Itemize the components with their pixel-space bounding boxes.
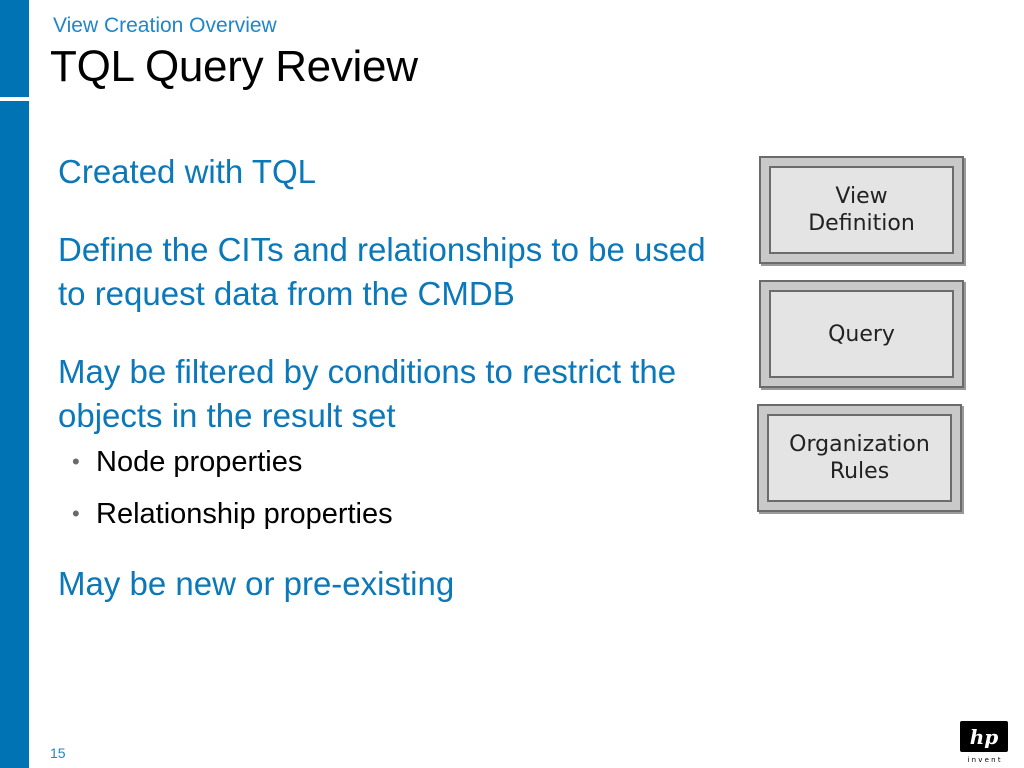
bullet-item: • Node properties xyxy=(58,444,718,480)
bullet-icon: • xyxy=(72,501,80,526)
box-label: View xyxy=(835,184,888,209)
slide-body: Created with TQL Define the CITs and rel… xyxy=(58,150,718,606)
organization-rules-box: Organization Rules xyxy=(757,404,962,512)
bullet-text: Relationship properties xyxy=(96,498,393,530)
left-accent-bar xyxy=(0,0,29,768)
slide-subtitle: View Creation Overview xyxy=(53,14,277,37)
body-paragraph: May be new or pre-existing xyxy=(58,565,455,602)
bullet-list: • Node properties • Relationship propert… xyxy=(58,444,718,532)
hp-logo-icon: hp i n v e n t xyxy=(960,721,1008,764)
body-paragraph: Define the CITs and relationships to be … xyxy=(58,231,706,312)
view-definition-box: View Definition xyxy=(759,156,964,264)
body-paragraph: Created with TQL xyxy=(58,153,317,190)
bullet-text: Node properties xyxy=(96,446,303,478)
query-box: Query xyxy=(759,280,964,388)
slide-title: TQL Query Review xyxy=(50,42,418,91)
box-label: Query xyxy=(828,321,895,347)
body-paragraph: May be filtered by conditions to restric… xyxy=(58,353,677,434)
box-label: Rules xyxy=(829,459,890,484)
logo-tagline: i n v e n t xyxy=(967,756,1000,764)
box-label: Organization xyxy=(789,432,930,457)
box-label: Definition xyxy=(808,211,915,236)
bullet-item: • Relationship properties xyxy=(58,496,718,532)
bullet-icon: • xyxy=(72,449,80,474)
header-divider xyxy=(0,97,29,101)
page-number: 15 xyxy=(50,745,66,761)
logo-mark: hp xyxy=(970,725,999,749)
